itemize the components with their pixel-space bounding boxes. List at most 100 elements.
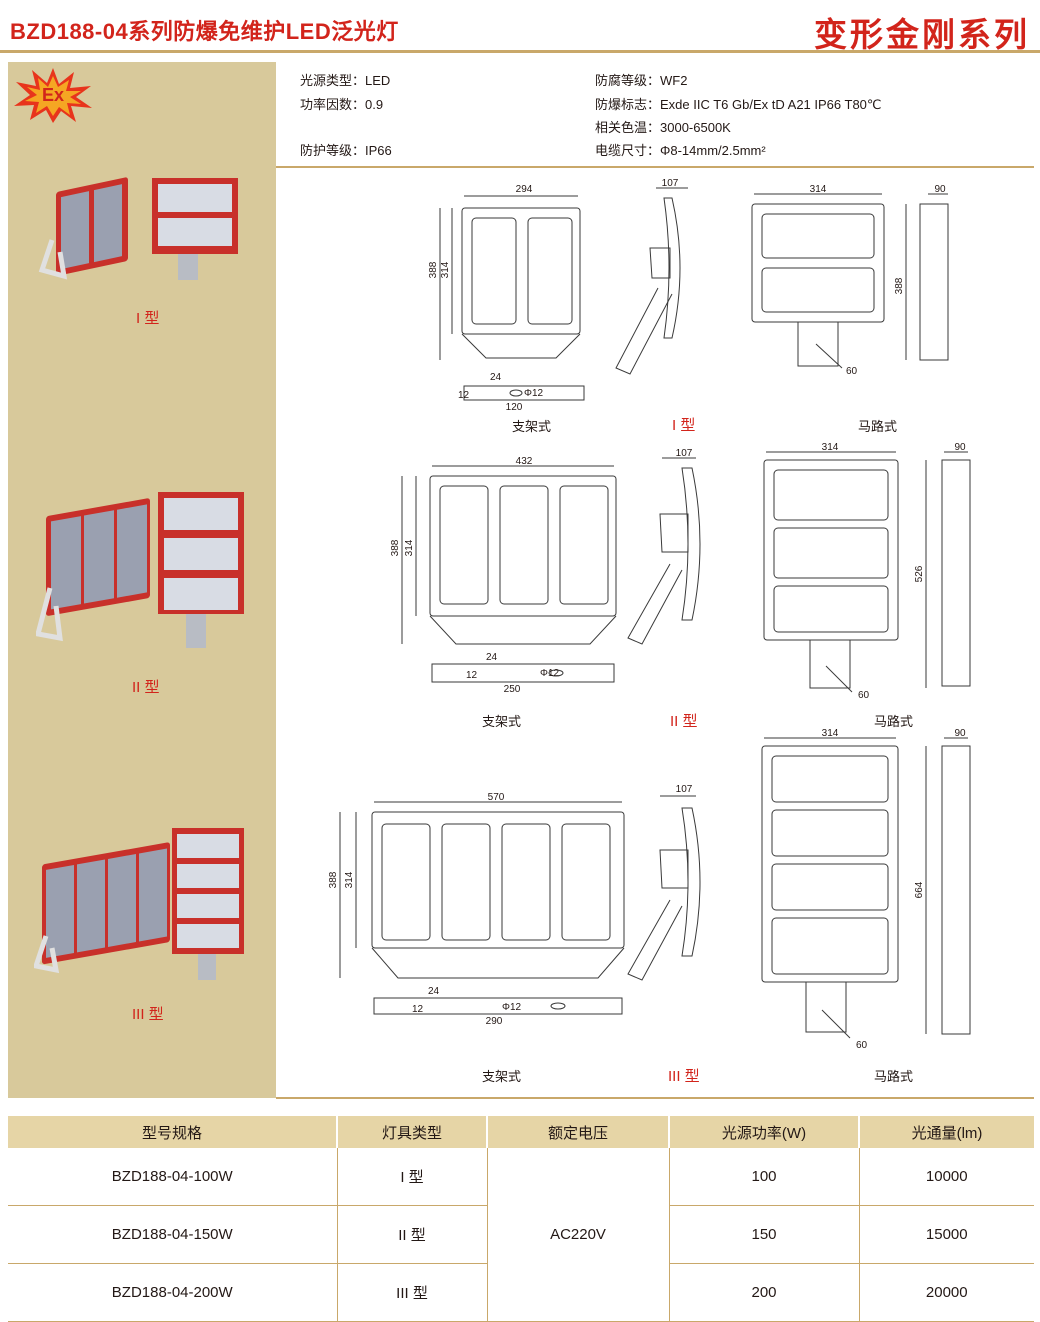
spec-bar (276, 62, 1034, 168)
svg-text:314: 314 (822, 442, 839, 453)
drawing-row-1-bracket: 24 12 Φ12 120 (458, 372, 585, 413)
spec-protection: 防护等级：IP66 (300, 143, 392, 158)
cell-flux: 20000 (859, 1263, 1034, 1322)
ex-explosion-icon: Ex (14, 68, 92, 123)
svg-text:60: 60 (846, 366, 858, 377)
col-type: 灯具类型 (337, 1116, 488, 1148)
svg-text:314: 314 (822, 728, 839, 739)
svg-text:90: 90 (934, 184, 946, 195)
svg-text:388: 388 (328, 871, 339, 888)
technical-drawings: 294 388 314 107 314 60 (328, 178, 971, 1051)
svg-text:664: 664 (914, 881, 925, 898)
cell-type: II 型 (337, 1205, 488, 1264)
spec-explosion-mark: 防爆标志：Exde IIC T6 Gb/Ex tD A21 IP66 T80℃ (595, 97, 882, 112)
svg-text:314: 314 (810, 184, 827, 195)
drawing-row-2-road-side: 90 526 (914, 442, 971, 688)
spec-anticorrosion: 防腐等级：WF2 (595, 73, 688, 88)
cell-power: 150 (669, 1205, 860, 1264)
cell-model: BZD188-04-100W (8, 1148, 338, 1206)
svg-text:24: 24 (486, 652, 498, 663)
drawing-row-2-bracket: 24 12 Φ12 250 (431, 652, 615, 695)
svg-text:Φ12: Φ12 (540, 668, 560, 679)
product-photo-type-2 (36, 492, 244, 648)
drawing-row-2-side: 107 (627, 448, 701, 645)
drawing-row-3-side: 107 (627, 784, 701, 981)
spec-table: 型号规格 灯具类型 额定电压 光源功率(W) 光通量(lm) BZD188-04… (8, 1116, 1034, 1322)
col-power: 光源功率(W) (669, 1116, 860, 1148)
svg-text:12: 12 (466, 670, 478, 681)
cell-flux: 10000 (859, 1148, 1034, 1206)
caption-type-1: I 型 (672, 417, 696, 434)
caption-type-3: III 型 (668, 1068, 700, 1085)
caption-road-3: 马路式 (874, 1069, 914, 1084)
product-photo-type-1 (38, 177, 238, 280)
caption-bracket-1: 支架式 (512, 419, 552, 434)
drawing-row-3-front: 570 388 314 (328, 792, 625, 979)
cell-voltage: AC220V (487, 1148, 670, 1322)
drawing-row-3-bracket: 24 12 Φ12 290 (373, 986, 623, 1027)
spec-power-factor: 功率因数：0.9 (300, 97, 384, 112)
svg-text:107: 107 (676, 784, 693, 795)
col-flux: 光通量(lm) (859, 1116, 1034, 1148)
svg-text:314: 314 (344, 871, 355, 888)
drawing-row-3-road-front: 314 60 (761, 728, 899, 1051)
product-photo-type-3 (34, 828, 244, 980)
caption-road-2: 马路式 (874, 714, 914, 729)
svg-text:90: 90 (954, 728, 966, 739)
cell-flux: 15000 (859, 1205, 1034, 1264)
svg-text:314: 314 (404, 539, 415, 556)
product-label-type-1: I 型 (136, 310, 160, 327)
cell-type: III 型 (337, 1263, 488, 1322)
table-row: BZD188-04-100W I 型 AC220V 100 10000 (8, 1148, 1034, 1322)
svg-text:Φ12: Φ12 (524, 388, 544, 399)
title-divider (0, 50, 1040, 53)
spec-cable-size: 电缆尺寸：Φ8-14mm/2.5mm² (595, 143, 766, 158)
spec-light-source: 光源类型：LED (300, 73, 391, 88)
drawing-row-2-front: 432 388 314 (390, 456, 617, 645)
svg-text:60: 60 (858, 690, 870, 701)
svg-text:526: 526 (914, 565, 925, 582)
col-voltage: 额定电压 (487, 1116, 670, 1148)
svg-text:314: 314 (440, 261, 451, 278)
svg-text:388: 388 (390, 539, 401, 556)
drawing-row-1-side: 107 (615, 178, 688, 375)
svg-text:12: 12 (458, 390, 470, 401)
svg-text:250: 250 (504, 684, 521, 695)
cell-type: I 型 (337, 1148, 488, 1206)
svg-text:107: 107 (676, 448, 693, 459)
page-title: BZD188-04系列防爆免维护LED泛光灯 (10, 19, 399, 44)
svg-text:90: 90 (954, 442, 966, 453)
caption-road-1: 马路式 (858, 419, 898, 434)
drawing-row-1-road-side: 90 388 (894, 184, 949, 361)
product-label-type-3: III 型 (132, 1006, 164, 1023)
cell-power: 100 (669, 1148, 860, 1206)
caption-bracket-3: 支架式 (482, 1069, 522, 1084)
svg-text:294: 294 (516, 184, 533, 195)
svg-text:107: 107 (662, 178, 679, 189)
svg-text:388: 388 (428, 261, 439, 278)
svg-text:388: 388 (894, 277, 905, 294)
svg-text:120: 120 (506, 402, 523, 413)
svg-text:290: 290 (486, 1016, 503, 1027)
svg-text:24: 24 (428, 986, 440, 997)
drawing-row-1-front: 294 388 314 (428, 184, 581, 360)
svg-text:24: 24 (490, 372, 502, 383)
caption-type-2: II 型 (670, 713, 698, 730)
ex-logo-text: Ex (42, 85, 64, 105)
caption-bracket-2: 支架式 (482, 714, 522, 729)
svg-text:570: 570 (488, 792, 505, 803)
svg-text:12: 12 (412, 1004, 424, 1015)
table-row: BZD188-04-200W III 型 200 20000 (8, 1263, 1034, 1322)
svg-text:Φ12: Φ12 (502, 1002, 522, 1013)
drawing-row-2-road-front: 314 60 (763, 442, 899, 701)
drawing-row-1-road-front: 314 60 (751, 184, 885, 377)
svg-text:432: 432 (516, 456, 533, 467)
cell-power: 200 (669, 1263, 860, 1322)
svg-text:60: 60 (856, 1040, 868, 1051)
product-label-type-2: II 型 (132, 679, 160, 696)
col-model: 型号规格 (8, 1116, 338, 1148)
cell-model: BZD188-04-150W (8, 1205, 338, 1264)
series-title: 变形金刚系列 (814, 16, 1030, 53)
drawings-divider (276, 1097, 1034, 1099)
table-row: BZD188-04-150W II 型 150 15000 (8, 1205, 1034, 1264)
